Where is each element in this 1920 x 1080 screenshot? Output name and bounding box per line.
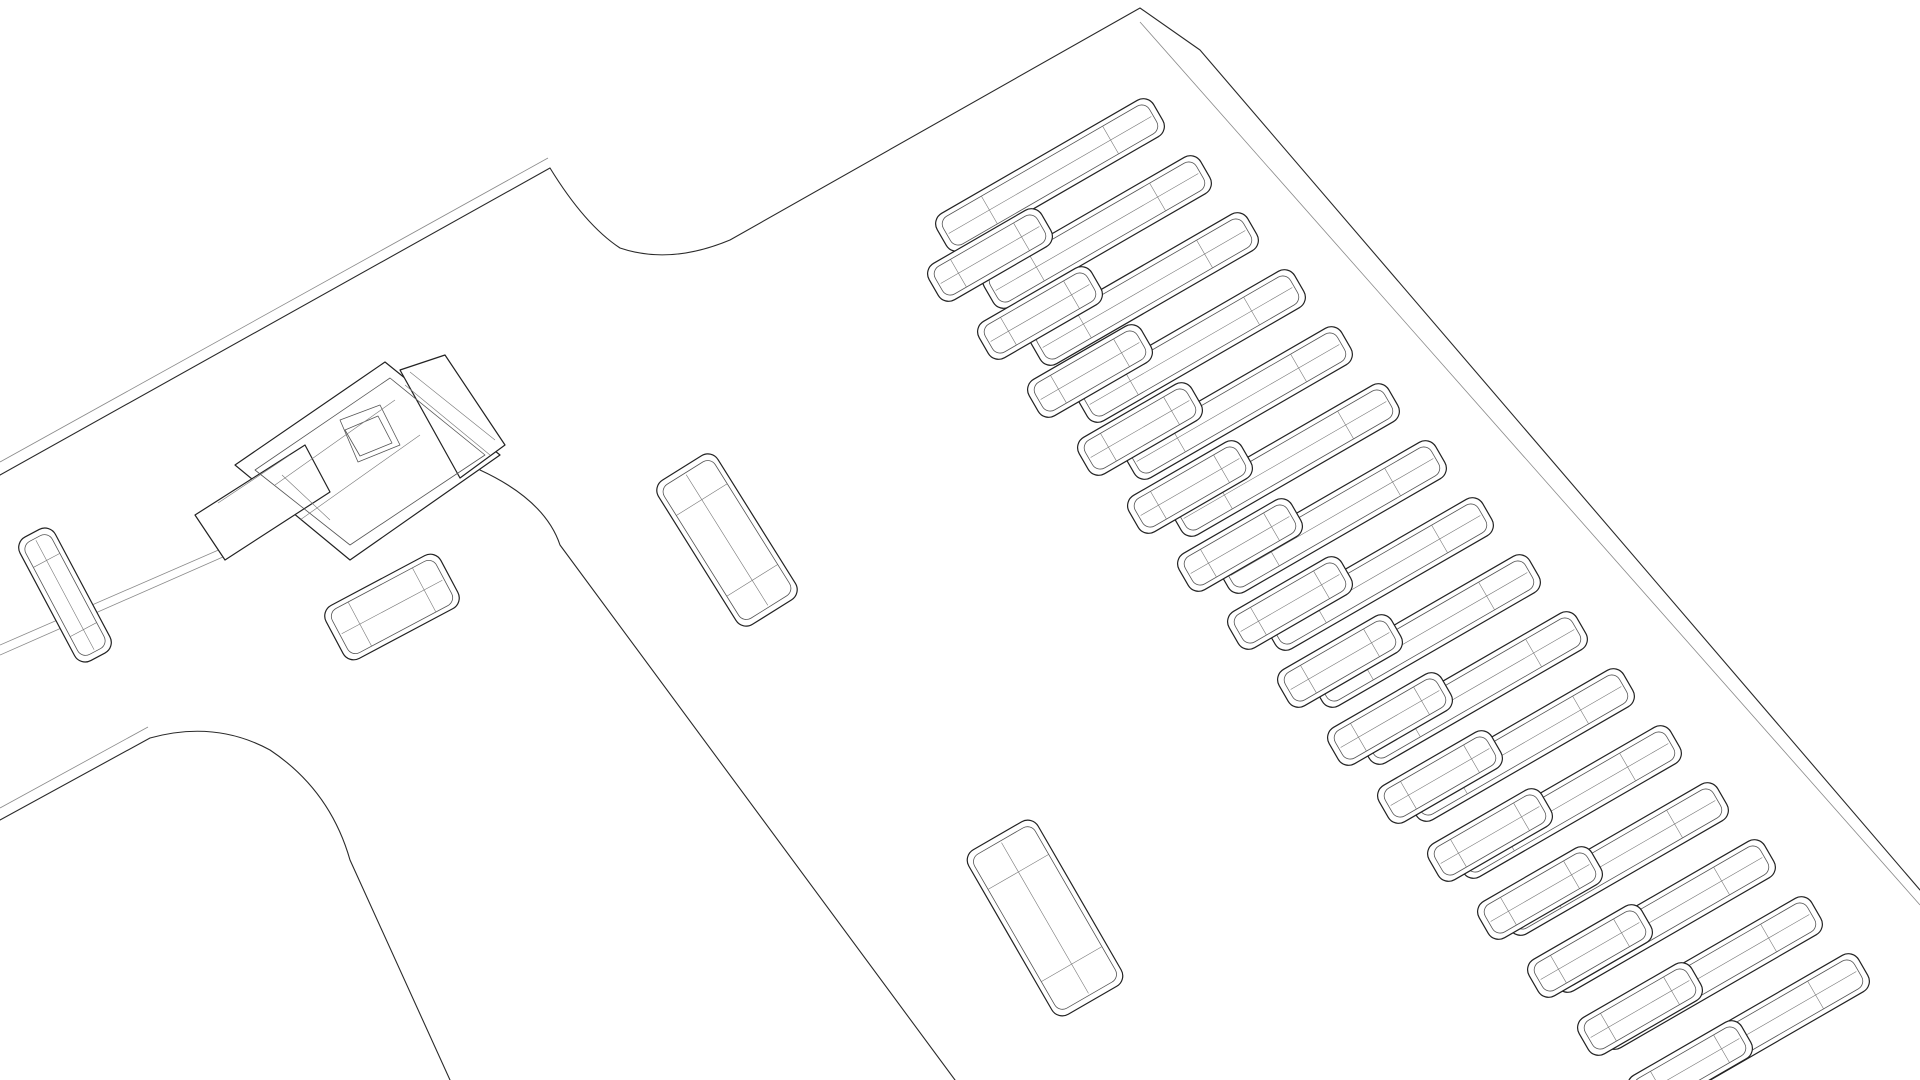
car-layer	[18, 98, 1870, 1080]
parked-car-upper-1	[982, 155, 1212, 309]
parked-car-upper-4	[1123, 326, 1353, 480]
parked-car-lower-1	[977, 266, 1103, 360]
vehicle-bottom-center	[966, 819, 1124, 1017]
parked-car-upper-5	[1170, 383, 1400, 537]
parked-car-lower-11	[1477, 846, 1603, 940]
parked-car-lower-0	[927, 208, 1053, 302]
sidewalk-edge-top	[0, 7, 1920, 891]
parked-car-lower-13	[1577, 962, 1703, 1056]
parked-car-upper-0	[935, 98, 1165, 252]
parked-car-lower-2	[1027, 324, 1153, 418]
vehicle-center	[656, 453, 798, 627]
sidewalk-edge-top-inner	[0, 157, 549, 463]
parked-car-lower-4	[1127, 440, 1253, 534]
parked-car-lower-6	[1227, 556, 1353, 650]
lane-line-left-2	[0, 552, 233, 656]
parked-car-lower-7	[1277, 614, 1403, 708]
parked-car-lower-8	[1327, 672, 1453, 766]
sidewalk-edge-top-inner-2	[1139, 21, 1920, 906]
road-outlines	[0, 7, 1920, 1080]
parked-car-lower-14	[1627, 1020, 1753, 1080]
parked-car-lower-3	[1077, 382, 1203, 476]
curb-bottom-left	[0, 730, 451, 1080]
street-stall	[194, 354, 506, 561]
parked-car-lower-9	[1377, 730, 1503, 824]
parked-car-lower-10	[1427, 788, 1553, 882]
vehicle-small-left	[324, 553, 460, 661]
curb-center	[479, 469, 956, 1080]
lane-line-left	[0, 544, 231, 646]
parked-car-upper-3	[1076, 269, 1306, 423]
curb-bottom-left-inner	[0, 726, 149, 809]
parked-car-upper-2	[1029, 212, 1259, 366]
vehicle-far-left	[18, 527, 112, 663]
parked-car-lower-5	[1177, 498, 1303, 592]
parked-car-lower-12	[1527, 904, 1653, 998]
parked-car-upper-6	[1217, 440, 1447, 594]
